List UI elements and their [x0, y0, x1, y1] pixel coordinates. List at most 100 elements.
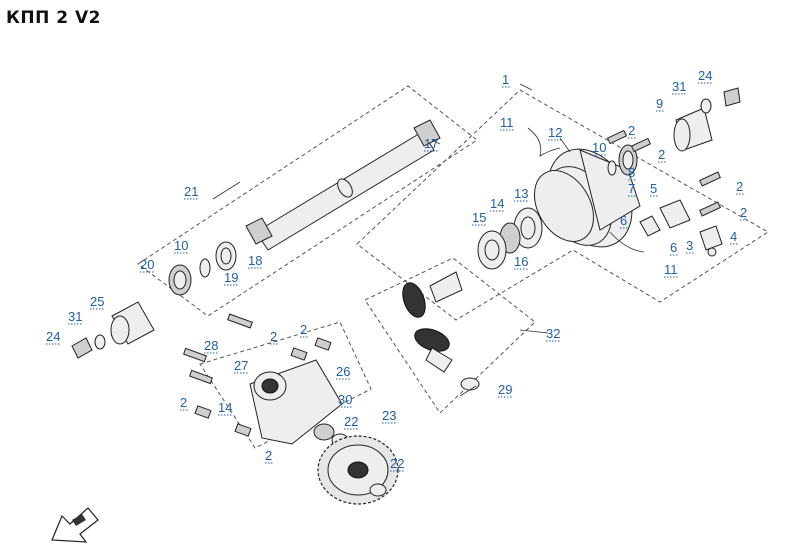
callout-2-e: 2 [270, 329, 278, 345]
callout-8: 8 [628, 165, 636, 181]
bevel-gears [402, 271, 480, 391]
svg-text:2: 2 [180, 395, 187, 410]
callout-20: 20 [140, 257, 154, 273]
svg-text:11: 11 [664, 262, 678, 277]
callout-10-a: 10 [592, 140, 606, 156]
callout-6-b: 6 [670, 240, 678, 256]
callout-23: 23 [382, 408, 396, 424]
svg-text:5: 5 [650, 181, 657, 196]
svg-text:18: 18 [248, 253, 262, 268]
svg-text:27: 27 [234, 358, 248, 373]
leader-lines [212, 83, 571, 397]
svg-text:16: 16 [514, 254, 528, 269]
svg-text:19: 19 [224, 270, 238, 285]
svg-text:28: 28 [204, 338, 218, 353]
callout-15: 15 [472, 210, 486, 226]
svg-text:2: 2 [736, 179, 743, 194]
svg-text:2: 2 [658, 147, 665, 162]
svg-text:15: 15 [472, 210, 486, 225]
driven-gear [313, 423, 399, 505]
bevel-gear-box [364, 257, 536, 414]
gear-housing-box [199, 321, 372, 449]
callout-32: 32 [546, 326, 560, 342]
svg-text:2: 2 [270, 329, 277, 344]
callout-11-b: 11 [664, 262, 678, 278]
svg-text:7: 7 [628, 181, 635, 196]
callout-14-b: 14 [218, 400, 232, 416]
svg-text:12: 12 [548, 125, 562, 140]
svg-text:20: 20 [140, 257, 154, 272]
svg-text:24: 24 [46, 329, 60, 344]
callout-2-a: 2 [628, 123, 636, 139]
svg-text:26: 26 [336, 364, 350, 379]
callout-11-a: 11 [500, 115, 514, 131]
callout-17: 17 [424, 136, 438, 152]
callout-31-b: 31 [68, 309, 82, 325]
callout-2-g: 2 [180, 395, 188, 411]
svg-text:21: 21 [184, 184, 198, 199]
callout-2-f: 2 [300, 322, 308, 338]
callout-7: 7 [628, 181, 636, 197]
callout-9: 9 [656, 96, 664, 112]
svg-text:9: 9 [656, 96, 663, 111]
callout-22-b: 22 [390, 456, 404, 472]
assembly-boundaries [137, 85, 769, 449]
callout-26: 26 [336, 364, 350, 380]
svg-text:10: 10 [592, 140, 606, 155]
svg-text:24: 24 [698, 68, 712, 83]
callout-10-b: 10 [174, 238, 188, 254]
callout-labels: 1 2 2 2 2 2 2 2 2 3 4 5 6 6 7 8 9 10 10 … [46, 68, 748, 472]
output-shaft [245, 119, 441, 251]
svg-text:32: 32 [546, 326, 560, 341]
callout-2-d: 2 [740, 205, 748, 221]
callout-31-a: 31 [672, 79, 686, 95]
callout-4: 4 [730, 229, 738, 245]
svg-text:10: 10 [174, 238, 188, 253]
callout-29: 29 [498, 382, 512, 398]
svg-text:6: 6 [670, 240, 677, 255]
svg-text:3: 3 [686, 238, 693, 253]
upper-sleeve-group [673, 87, 741, 152]
svg-text:13: 13 [514, 186, 528, 201]
svg-text:25: 25 [90, 294, 104, 309]
svg-text:2: 2 [740, 205, 747, 220]
svg-text:14: 14 [218, 400, 232, 415]
svg-text:29: 29 [498, 382, 512, 397]
callout-2-c: 2 [736, 179, 744, 195]
bearing-stack [477, 207, 543, 270]
callout-22-a: 22 [344, 414, 358, 430]
callout-2-h: 2 [265, 448, 273, 464]
svg-text:6: 6 [620, 213, 627, 228]
shift-forks [527, 127, 645, 253]
svg-text:22: 22 [390, 456, 404, 471]
callout-13: 13 [514, 186, 528, 202]
callout-21: 21 [184, 184, 198, 200]
svg-text:1: 1 [502, 72, 509, 87]
svg-text:2: 2 [628, 123, 635, 138]
callout-5: 5 [650, 181, 658, 197]
callout-14-a: 14 [490, 196, 504, 212]
callout-16: 16 [514, 254, 528, 270]
svg-text:31: 31 [672, 79, 686, 94]
callout-27: 27 [234, 358, 248, 374]
left-sleeve-group [71, 301, 155, 359]
callout-24-a: 24 [698, 68, 712, 84]
seal-group [607, 144, 638, 176]
callout-19: 19 [224, 270, 238, 286]
page-title: КПП 2 V2 [6, 8, 102, 28]
shaft-left-parts [168, 241, 237, 296]
callout-3: 3 [686, 238, 694, 254]
svg-text:14: 14 [490, 196, 504, 211]
front-arrow-icon [51, 507, 99, 543]
gear-housing [182, 313, 343, 445]
callout-28: 28 [204, 338, 218, 354]
callout-24-b: 24 [46, 329, 60, 345]
right-fasteners [606, 129, 723, 257]
callout-30: 30 [338, 392, 352, 408]
housing-assembly-box [356, 89, 769, 321]
svg-text:22: 22 [344, 414, 358, 429]
svg-text:4: 4 [730, 229, 737, 244]
svg-text:17: 17 [424, 136, 438, 151]
svg-text:31: 31 [68, 309, 82, 324]
